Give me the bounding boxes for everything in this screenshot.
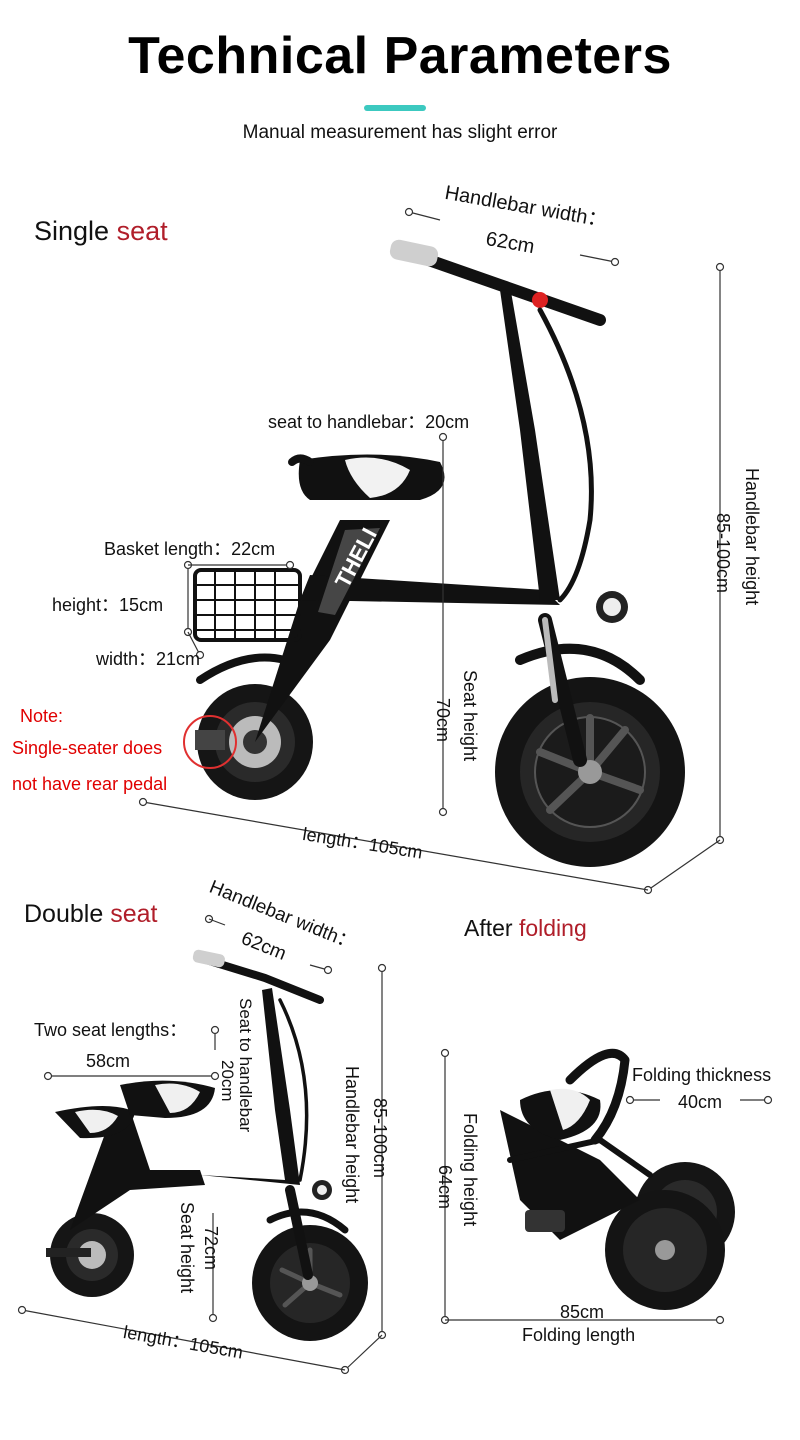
section-double-seat-highlight: seat — [110, 900, 158, 928]
double-seat-height-label: Seat height — [177, 1202, 197, 1294]
double-handlebar-height-label: Handlebar height — [342, 1066, 362, 1204]
single-seat-bike-illustration — [183, 239, 685, 867]
folding-height-label: Folding height — [460, 1113, 480, 1227]
section-after-folding-highlight: folding — [518, 915, 587, 941]
section-double-seat: Double seat — [24, 900, 157, 929]
page-subtitle: Manual measurement has slight error — [242, 122, 558, 143]
folding-length-value: 85cm — [560, 1302, 605, 1322]
note-line-1: Single-seater does — [12, 738, 163, 758]
single-seat-height-label: Seat height — [460, 670, 480, 762]
single-seat-dimension-lines — [138, 207, 725, 895]
section-single-seat: Single seat — [34, 216, 168, 247]
two-seat-lengths-label: Two seat lengths： — [34, 1020, 188, 1040]
two-seat-lengths-value: 58cm — [86, 1051, 131, 1071]
double-seat-dimension-lines — [17, 914, 387, 1375]
section-after-folding-prefix: After — [464, 915, 513, 941]
folded-bike-illustration — [500, 1048, 735, 1310]
basket-height: height：15cm — [52, 595, 164, 615]
double-handlebar-height-value: 85-100cm — [370, 1098, 390, 1179]
double-seat-to-handlebar-label: Seat to handlebar — [236, 998, 255, 1133]
double-seat-to-handlebar-value: 20cm — [218, 1060, 237, 1102]
folding-thickness-label: Folding thickness — [632, 1065, 772, 1085]
page-title: Technical Parameters — [128, 27, 672, 85]
title-accent-bar — [364, 105, 426, 111]
folding-length-label: Folding length — [522, 1325, 636, 1345]
double-seat-bike-illustration — [46, 949, 368, 1341]
single-handlebar-height-label: Handlebar height — [742, 468, 762, 606]
section-after-folding: After folding — [464, 915, 587, 942]
section-single-seat-prefix: Single — [34, 216, 110, 246]
folding-height-value: 64cm — [435, 1165, 455, 1210]
double-seat-height-value: 72cm — [201, 1226, 221, 1271]
section-single-seat-highlight: seat — [116, 216, 168, 246]
section-double-seat-prefix: Double — [24, 900, 104, 928]
note-title: Note: — [20, 706, 64, 726]
single-seat-to-handlebar: seat to handlebar：20cm — [268, 412, 470, 432]
basket-width: width：21cm — [96, 649, 201, 669]
folding-thickness-value: 40cm — [678, 1092, 723, 1112]
note-line-2: not have rear pedal — [12, 774, 168, 794]
single-handlebar-height-value: 85-100cm — [713, 513, 733, 594]
single-seat-height-value: 70cm — [433, 698, 453, 743]
basket-length: Basket length：22cm — [104, 539, 276, 559]
folded-dimension-lines — [440, 1048, 773, 1325]
